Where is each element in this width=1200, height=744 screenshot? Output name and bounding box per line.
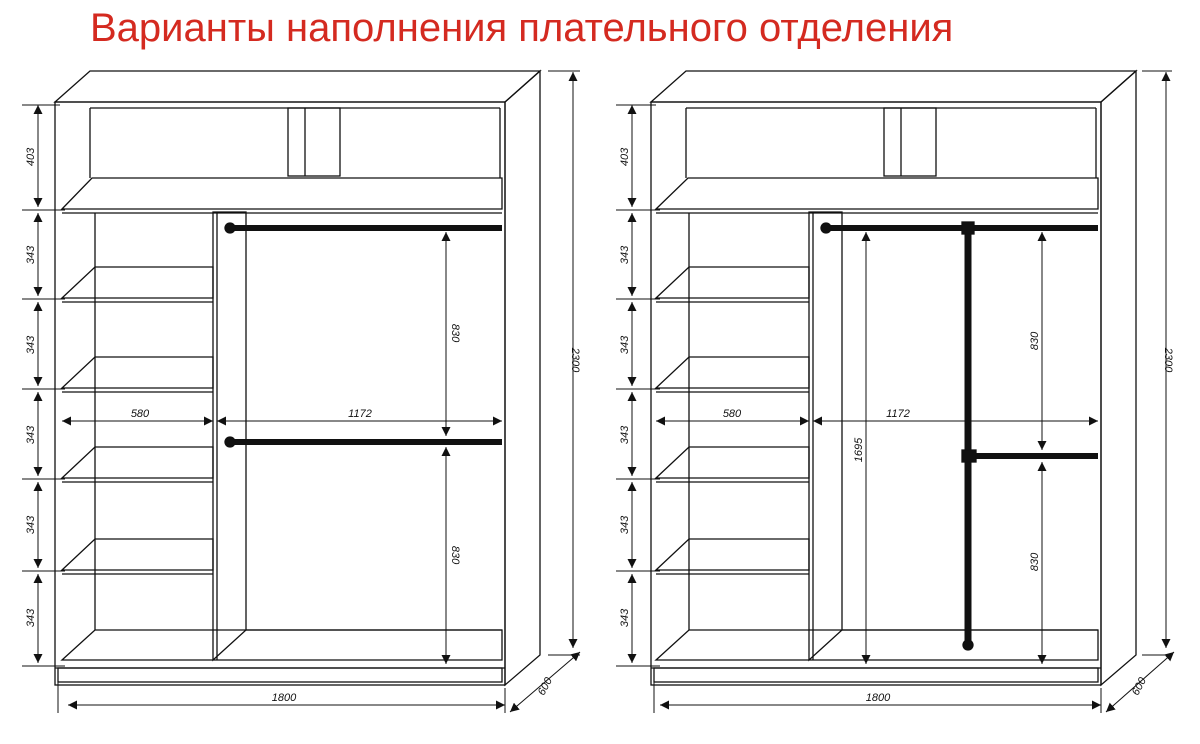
dimension-labels-variant-1: 403 343 343 343 343 343 580 1172 830 830… (25, 147, 581, 704)
dim-right-width: 1172 (886, 408, 910, 420)
dim-shelf-3: 343 (25, 425, 37, 444)
dim-shelf-5: 343 (619, 608, 631, 627)
dim-total-width: 1800 (866, 692, 891, 704)
dim-top-section: 403 (25, 147, 37, 166)
dimension-lines-variant-2 (616, 70, 1175, 713)
dim-shelf-2: 343 (619, 335, 631, 354)
dim-right-width: 1172 (348, 408, 372, 420)
dimension-lines-variant-1 (22, 70, 581, 713)
dim-upper-hanging: 830 (1029, 331, 1041, 350)
wardrobe-variant-1 (53, 69, 542, 687)
hanging-rods (224, 222, 502, 448)
dim-lower-hanging: 830 (449, 546, 461, 565)
dim-total-width: 1800 (272, 692, 297, 704)
carcass (649, 69, 1138, 687)
dim-depth: 600 (1130, 675, 1150, 698)
dim-shelf-4: 343 (25, 515, 37, 534)
dim-top-section: 403 (619, 147, 631, 166)
dim-left-width: 580 (131, 408, 150, 420)
dim-shelf-3: 343 (619, 425, 631, 444)
dim-shelf-1: 343 (25, 245, 37, 264)
hanging-rods (820, 221, 1098, 651)
dim-shelf-5: 343 (25, 608, 37, 627)
carcass (53, 69, 542, 687)
dim-upper-hanging: 830 (449, 324, 461, 343)
dim-shelf-1: 343 (619, 245, 631, 264)
dim-left-width: 580 (723, 408, 742, 420)
wardrobe-variant-2 (649, 69, 1138, 687)
dim-total-height: 2300 (1162, 347, 1174, 373)
dim-depth: 600 (536, 675, 556, 698)
dim-long-hanging: 1695 (853, 437, 865, 462)
page-title: Варианты наполнения плательного отделени… (90, 6, 954, 50)
dim-shelf-2: 343 (25, 335, 37, 354)
dim-shelf-4: 343 (619, 515, 631, 534)
dim-total-height: 2300 (569, 347, 581, 373)
dim-lower-hanging: 830 (1029, 552, 1041, 571)
